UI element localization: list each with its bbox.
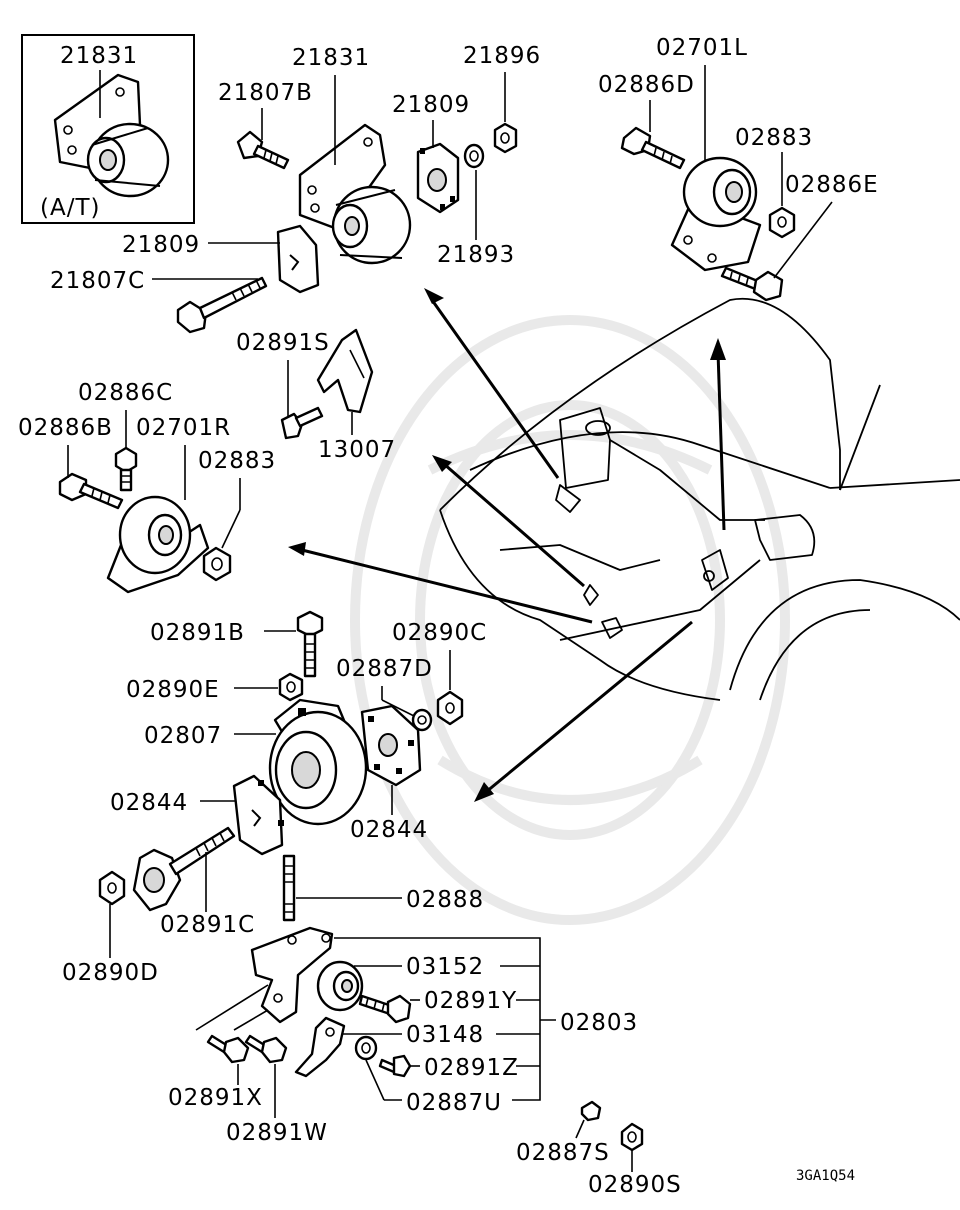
nut-icon [98,870,126,906]
part-label-02886D: 02886D [598,72,695,98]
part-label-02891C: 02891C [160,912,255,938]
watermark-emblem [350,315,790,925]
part-label-03152: 03152 [406,954,484,980]
part-label-02888: 02888 [406,887,484,913]
part-label-02887D: 02887D [336,656,433,682]
part-label-02890C: 02890C [392,620,487,646]
stopper-icon [276,224,320,294]
callout-arrow-icon [710,338,726,531]
part-label-02886E: 02886E [785,172,879,198]
bolt-icon [378,1054,412,1078]
stud-icon [282,854,296,922]
bolt-icon [296,610,324,678]
washer-icon [580,1100,602,1122]
part-label-21896: 21896 [463,43,541,69]
automatic-transmission-inset: 21831 (A/T) [21,34,195,224]
stopper-icon [416,142,460,214]
callout-arrow-icon [474,620,693,802]
callout-arrow-icon [288,542,593,624]
bolt-icon [132,826,236,912]
part-label-02891Z: 02891Z [424,1055,519,1081]
part-label-21831-inset: 21831 [60,43,138,69]
inset-label-at: (A/T) [40,195,100,221]
part-label-02891S: 02891S [236,330,330,356]
part-label-13007: 13007 [318,437,396,463]
part-label-02886C: 02886C [78,380,173,406]
nut-icon [768,206,796,239]
part-label-02883-left: 02883 [198,448,276,474]
bracket-icon [250,926,334,1024]
bolt-icon [358,994,412,1024]
part-label-02886B: 02886B [18,415,113,441]
washer-icon [463,143,485,169]
part-label-02891W: 02891W [226,1120,328,1146]
engine-mount-icon [670,156,762,272]
callout-arrow-icon [432,455,585,588]
stud-icon [114,446,138,492]
part-label-02891B: 02891B [150,620,245,646]
bolt-icon [206,1034,250,1064]
part-label-02803: 02803 [560,1010,638,1036]
part-label-21807B: 21807B [218,80,313,106]
small-hardware-bottom-right: 02887S 02890S [516,1100,682,1198]
part-label-02883-right: 02883 [735,125,813,151]
part-label-02701R: 02701R [136,415,231,441]
mount-02807: 02807 02891B 02890E 02844 [110,610,487,856]
bolt-icon [58,472,124,510]
mount-02701L: 02701L 02886D 02883 02886E [598,35,879,302]
diagram-id: 3GA1Q54 [796,1168,855,1184]
stud-02888: 02888 [282,854,484,922]
part-label-02891Y: 02891Y [424,988,517,1014]
bolt-icon [236,130,290,170]
bracket-assembly-02803: 03152 02891Y 03148 02887U 02891Z [168,926,638,1146]
part-label-02890D: 02890D [62,960,159,986]
washer-icon [354,1035,378,1061]
nut-icon [620,1122,644,1152]
part-label-02890E: 02890E [126,677,220,703]
engine-mount-icon [53,73,170,198]
part-label-02844-left: 02844 [110,790,188,816]
part-label-21809-top: 21809 [392,92,470,118]
engine-mount-icon [268,698,368,826]
part-label-02891X: 02891X [168,1085,263,1111]
bolt-icon [280,406,324,440]
part-label-02887U: 02887U [406,1090,502,1116]
nut-icon [278,672,304,702]
part-label-21809-left: 21809 [122,232,200,258]
part-label-02887S: 02887S [516,1140,610,1166]
bolt-icon [620,126,686,170]
bolt-icon [244,1034,288,1064]
part-label-02844-right: 02844 [350,817,428,843]
bracket-13007: 13007 02891S [236,328,396,463]
mount-21831: 21831 21807B 21809 21893 [50,43,541,334]
washer-icon [411,708,433,732]
engine-mount-icon [106,495,210,594]
car-body-icon [439,297,960,701]
bolt-02891C-group: 02891C 02890D [62,826,255,986]
stopper-icon [232,774,284,856]
bolt-icon [720,266,784,302]
part-label-02807: 02807 [144,723,222,749]
bracket-icon [316,328,374,414]
part-label-21893: 21893 [437,242,515,268]
part-label-02890S: 02890S [588,1172,682,1198]
bracket-icon [294,1016,346,1078]
part-label-02701L: 02701L [656,35,748,61]
callout-arrows [288,288,726,802]
bushing-icon [316,960,364,1012]
nut-icon [202,546,232,582]
part-label-21831: 21831 [292,45,370,71]
stopper-icon [360,704,422,787]
nut-icon [436,690,464,726]
mount-02701R: 02886C 02886B 02701R 02883 [18,380,276,594]
nut-icon [493,122,518,154]
engine-mount-icon [298,123,412,265]
bolt-icon [176,276,268,334]
part-label-21807C: 21807C [50,268,145,294]
part-label-03148: 03148 [406,1022,484,1048]
callout-arrow-icon [424,288,560,479]
